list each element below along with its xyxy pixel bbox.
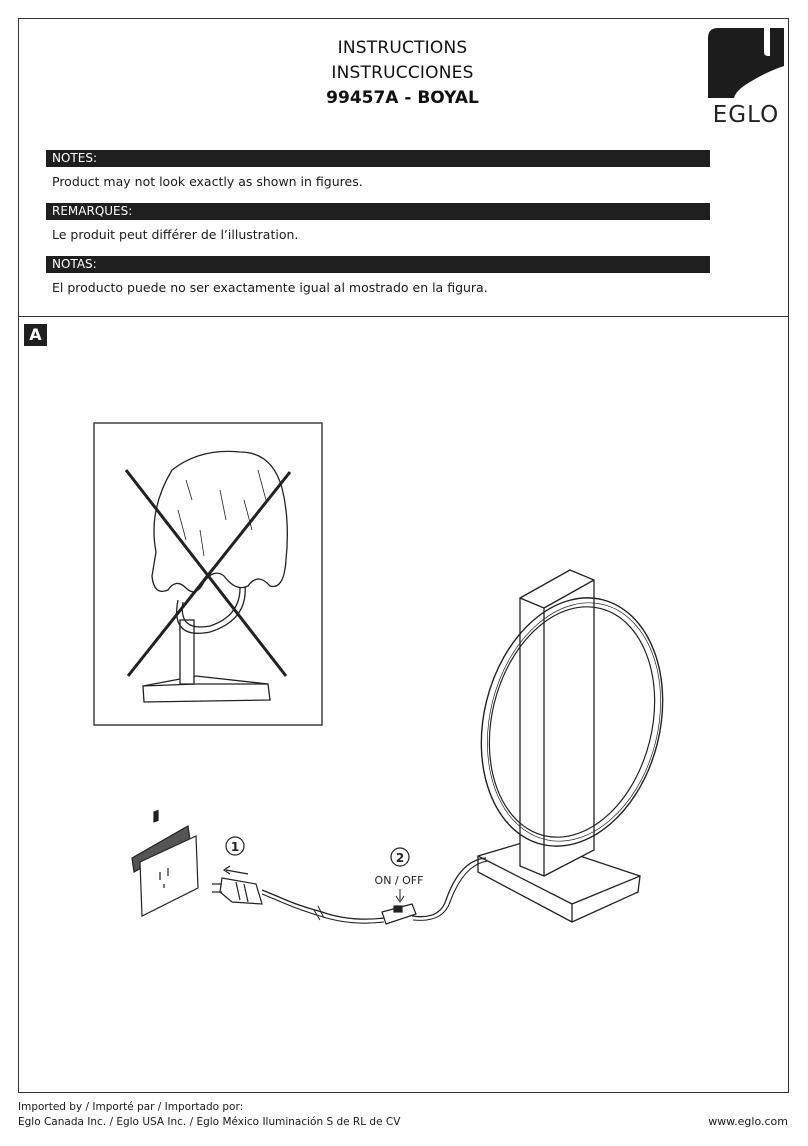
notes-text: Le produit peut différer de l’illustrati… [52,227,299,242]
no-cover-warning-icon [93,422,323,726]
importer-info: Imported by / Importé par / Importado po… [18,1100,400,1130]
notes-french: REMARQUES: Le produit peut différer de l… [46,203,710,243]
plug-icon [212,877,263,905]
insert-arrow-icon [222,865,249,875]
wall-outlet-icon [131,809,199,917]
notes-heading: NOTAS: [46,256,710,273]
eglo-logo-mark [708,28,784,98]
step-2-number: 2 [396,851,404,865]
title-english: INSTRUCTIONS [337,38,468,58]
title-block: INSTRUCTIONS INSTRUCCIONES 99457A - BOYA… [240,36,565,111]
importer-companies: Eglo Canada Inc. / Eglo USA Inc. / Eglo … [18,1116,401,1128]
eglo-logo: EGLO [706,26,786,130]
section-label-a: A [24,324,47,346]
step-1-number: 1 [231,840,239,854]
notes-heading: NOTES: [46,150,710,167]
notes-heading: REMARQUES: [46,203,710,220]
notes-spanish: NOTAS: El producto puede no ser exactame… [46,256,710,296]
notes-english: NOTES: Product may not look exactly as s… [46,150,710,190]
inline-switch-icon [381,903,417,925]
imported-by-label: Imported by / Importé par / Importado po… [18,1101,244,1113]
title-spanish: INSTRUCCIONES [331,63,474,83]
eglo-logo-text: EGLO [712,102,780,128]
website-link[interactable]: www.eglo.com [708,1115,788,1128]
page-frame [18,18,789,1093]
step-2-marker: 2 ON / OFF [375,847,424,903]
notes-text: El producto puede no ser exactamente igu… [52,280,488,295]
power-cord [261,857,487,920]
switch-label: ON / OFF [375,874,424,887]
notes-text: Product may not look exactly as shown in… [52,174,363,189]
step-1-marker: 1 [225,836,245,856]
lamp-illustration [477,569,664,923]
header-divider [18,316,789,317]
model-title: 99457A - BOYAL [326,88,479,108]
